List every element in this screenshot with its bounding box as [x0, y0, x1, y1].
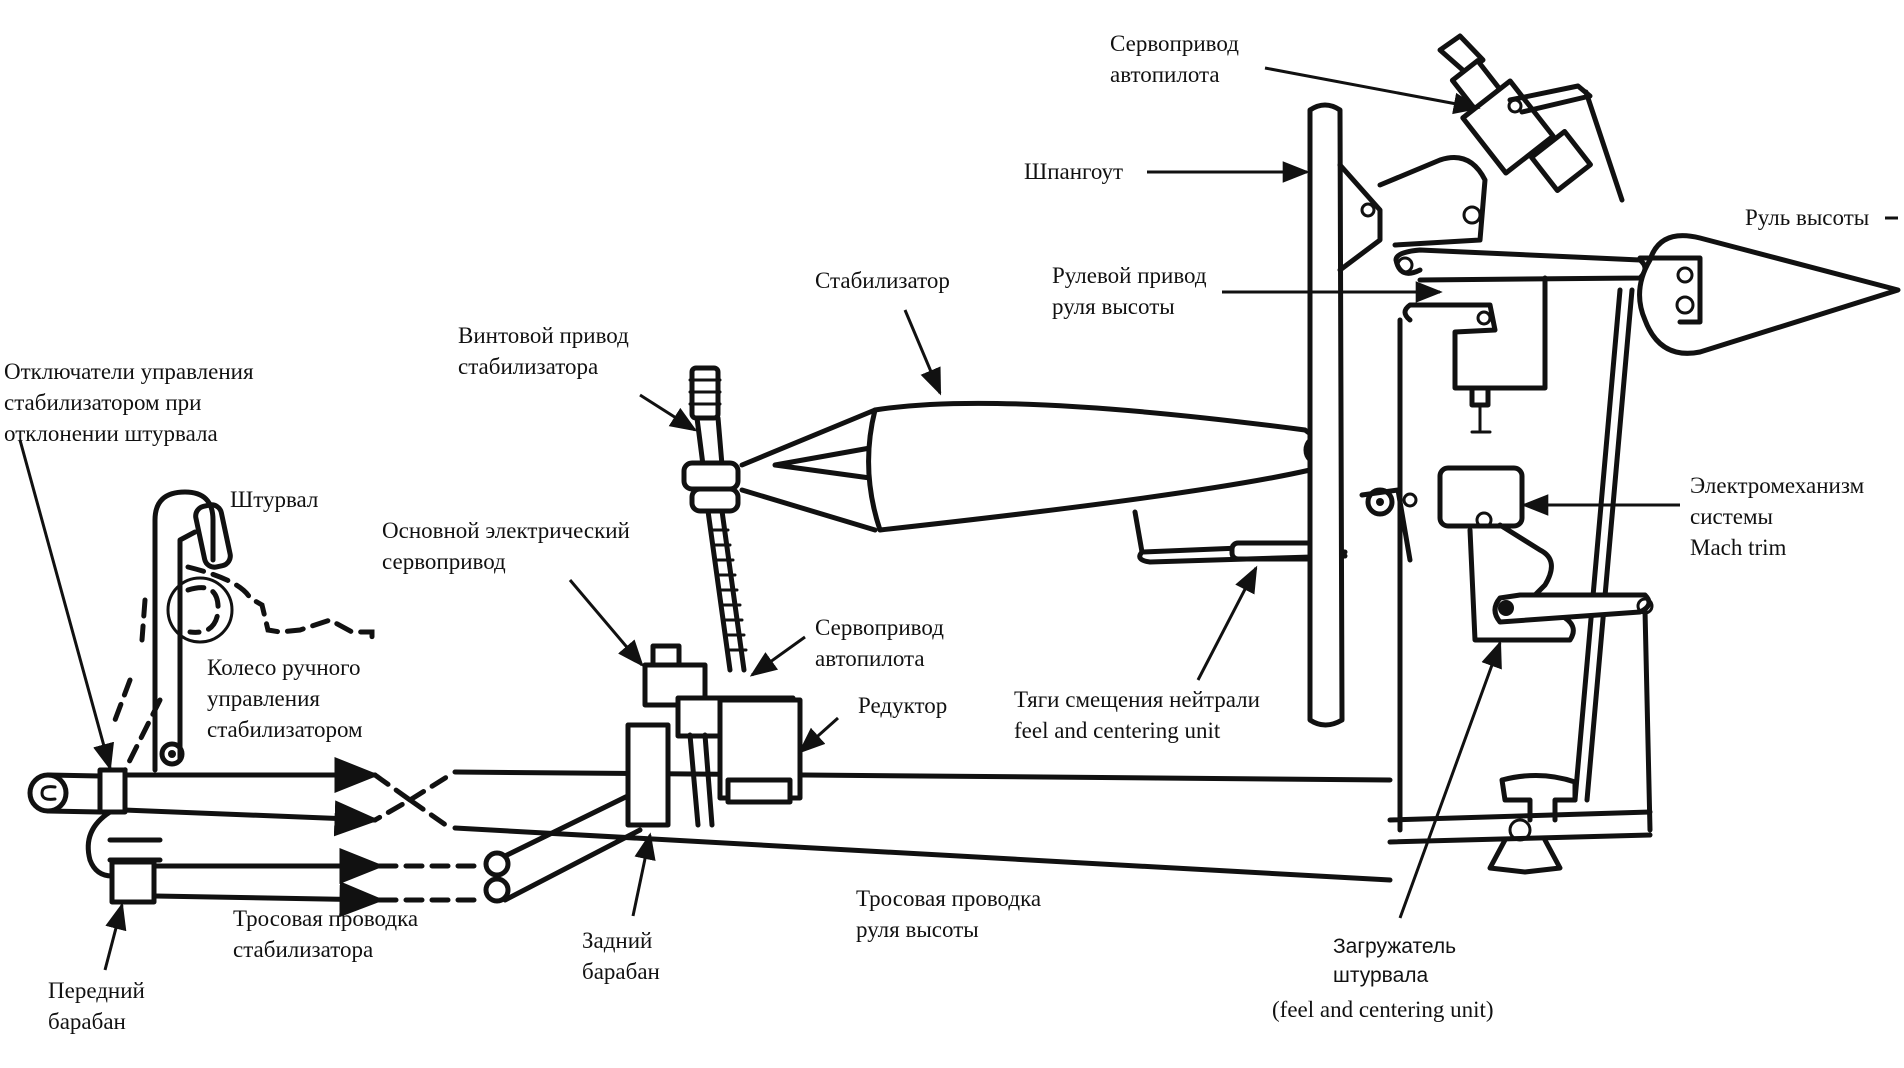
stabilizer-cables: [152, 787, 643, 918]
column-travel-outline: [185, 564, 375, 648]
trim-wheel: [166, 576, 234, 644]
feel-centering-unit: [1387, 522, 1654, 875]
label-control-column: Штурвал: [230, 487, 319, 512]
elevator-actuator: [1397, 275, 1635, 833]
label-forward-drum: Передний барабан: [48, 978, 145, 1034]
frame: [1307, 102, 1383, 728]
label-feel-unit-en: (feel and centering unit): [1272, 997, 1494, 1022]
forward-drum: [27, 767, 163, 905]
elevator: [1637, 233, 1901, 356]
column-deflected-outline: [112, 597, 163, 773]
label-stab-cables: Тросовая проводка стабилизатора: [233, 906, 419, 962]
label-trim-wheel: Колесо ручного управления стабилизатором: [207, 655, 363, 742]
elevator-bellcrank: [1377, 155, 1648, 283]
label-elevator-cables: Тросовая проводка руля высоты: [856, 886, 1042, 942]
neutral-shift-rods: [1132, 509, 1348, 565]
gearbox: [717, 697, 803, 805]
label-feel-unit: Загружатель штурвала: [1333, 935, 1457, 987]
label-elevator: Руль высоты: [1745, 205, 1870, 230]
label-neutral-shift-rods: Тяги смещения нейтрали feel and centerin…: [1014, 687, 1260, 743]
label-gearbox: Редуктор: [858, 693, 948, 718]
mach-trim-actuator: [1359, 465, 1525, 563]
label-screw-actuator: Винтовой привод стабилизатора: [458, 323, 629, 379]
screw-actuator: [681, 365, 748, 673]
label-aft-drum: Задний барабан: [582, 928, 660, 984]
label-autopilot-servo-top: Сервопривод автопилота: [1110, 31, 1239, 87]
leader-arrows: [18, 66, 1898, 971]
elevator-cables: [122, 757, 1393, 883]
label-mach-trim: Электромеханизм системы Mach trim: [1690, 473, 1865, 560]
label-frame: Шпангоут: [1024, 159, 1124, 184]
control-column: [152, 489, 233, 773]
label-main-servo: Основной электрический сервопривод: [382, 518, 630, 574]
stabilizer: [739, 400, 1337, 533]
autopilot-servo-top: [1437, 33, 1625, 203]
label-elevator-actuator: Рулевой привод руля высоты: [1052, 263, 1207, 319]
label-stabilizer: Стабилизатор: [815, 268, 950, 293]
label-trim-cutout: Отключатели управления стабилизатором пр…: [4, 359, 254, 446]
label-autopilot-servo-mid: Сервопривод автопилота: [815, 615, 944, 671]
